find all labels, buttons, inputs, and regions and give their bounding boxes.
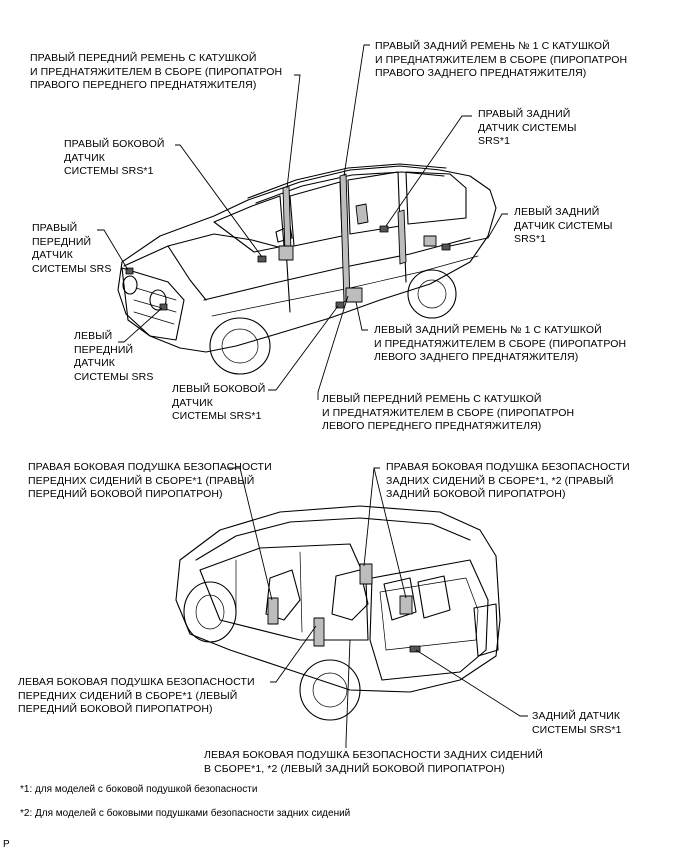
top-vehicle-illustration: [117, 163, 497, 375]
label-left-rear-side-airbag: ЛЕВАЯ БОКОВАЯ ПОДУШКА БЕЗОПАСНОСТИ ЗАДНИ…: [204, 749, 543, 775]
footnote-1: *1: для моделей с боковой подушкой безоп…: [20, 784, 258, 795]
label-left-front-belt-pretensioner: ЛЕВЫЙ ПЕРЕДНИЙ РЕМЕНЬ С КАТУШКОЙ И ПРЕДН…: [322, 393, 575, 432]
label-right-rear-belt-pretensioner: ПРАВЫЙ ЗАДНИЙ РЕМЕНЬ № 1 С КАТУШКОЙ И ПР…: [375, 40, 628, 79]
label-right-front-side-airbag: ПРАВАЯ БОКОВАЯ ПОДУШКА БЕЗОПАСНОСТИ ПЕРЕ…: [28, 461, 272, 500]
leader-rf-belt: [286, 74, 301, 189]
leader-l-rear-airbag: [345, 639, 351, 748]
label-right-side-srs-sensor: ПРАВЫЙ БОКОВОЙ ДАТЧИК СИСТЕМЫ SRS*1: [64, 138, 165, 177]
leader-l-side-sensor: [268, 305, 339, 391]
leader-r-rear-airbag-2: [373, 467, 407, 599]
label-left-rear-srs-sensor: ЛЕВЫЙ ЗАДНИЙ ДАТЧИК СИСТЕМЫ SRS*1: [514, 206, 613, 245]
label-right-rear-side-airbag: ПРАВАЯ БОКОВАЯ ПОДУШКА БЕЗОПАСНОСТИ ЗАДН…: [386, 461, 630, 500]
label-left-front-srs-sensor: ЛЕВЫЙ ПЕРЕДНИЙ ДАТЧИК СИСТЕМЫ SRS: [74, 330, 154, 383]
leader-l-front-airbag: [270, 625, 317, 683]
label-right-front-belt-pretensioner: ПРАВЫЙ ПЕРЕДНИЙ РЕМЕНЬ С КАТУШКОЙ И ПРЕД…: [30, 52, 283, 91]
footnote-2: *2: Для моделей с боковыми подушками без…: [20, 808, 351, 819]
label-right-rear-srs-sensor: ПРАВЫЙ ЗАДНИЙ ДАТЧИК СИСТЕМЫ SRS*1: [478, 108, 577, 147]
label-left-rear-belt-pretensioner: ЛЕВЫЙ ЗАДНИЙ РЕМЕНЬ № 1 С КАТУШКОЙ И ПРЕ…: [374, 324, 627, 363]
leader-lines: [97, 44, 528, 748]
label-rear-srs-sensor: ЗАДНИЙ ДАТЧИК СИСТЕМЫ SRS*1: [532, 710, 622, 736]
label-right-front-srs-sensor: ПРАВЫЙ ПЕРЕДНИЙ ДАТЧИК СИСТЕМЫ SRS: [32, 222, 112, 275]
leader-r-front-airbag: [228, 467, 273, 601]
leader-r-rear-sensor: [385, 115, 472, 227]
bottom-vehicle-illustration: [175, 505, 501, 721]
corner-mark: P: [3, 839, 10, 850]
leader-l-rear-sensor: [449, 213, 508, 247]
leader-lr-belt: [355, 301, 368, 331]
label-left-side-srs-sensor: ЛЕВЫЙ БОКОВОЙ ДАТЧИК СИСТЕМЫ SRS*1: [172, 383, 266, 422]
leader-l-front-sensor: [118, 307, 163, 343]
leader-r-front-sensor: [97, 229, 129, 271]
leader-rr-belt: [343, 44, 370, 177]
leader-lf-belt: [317, 295, 349, 400]
leader-r-side-sensor: [175, 144, 263, 258]
leader-rear-sensor: [415, 649, 528, 717]
label-left-front-side-airbag: ЛЕВАЯ БОКОВАЯ ПОДУШКА БЕЗОПАСНОСТИ ПЕРЕД…: [18, 676, 255, 715]
